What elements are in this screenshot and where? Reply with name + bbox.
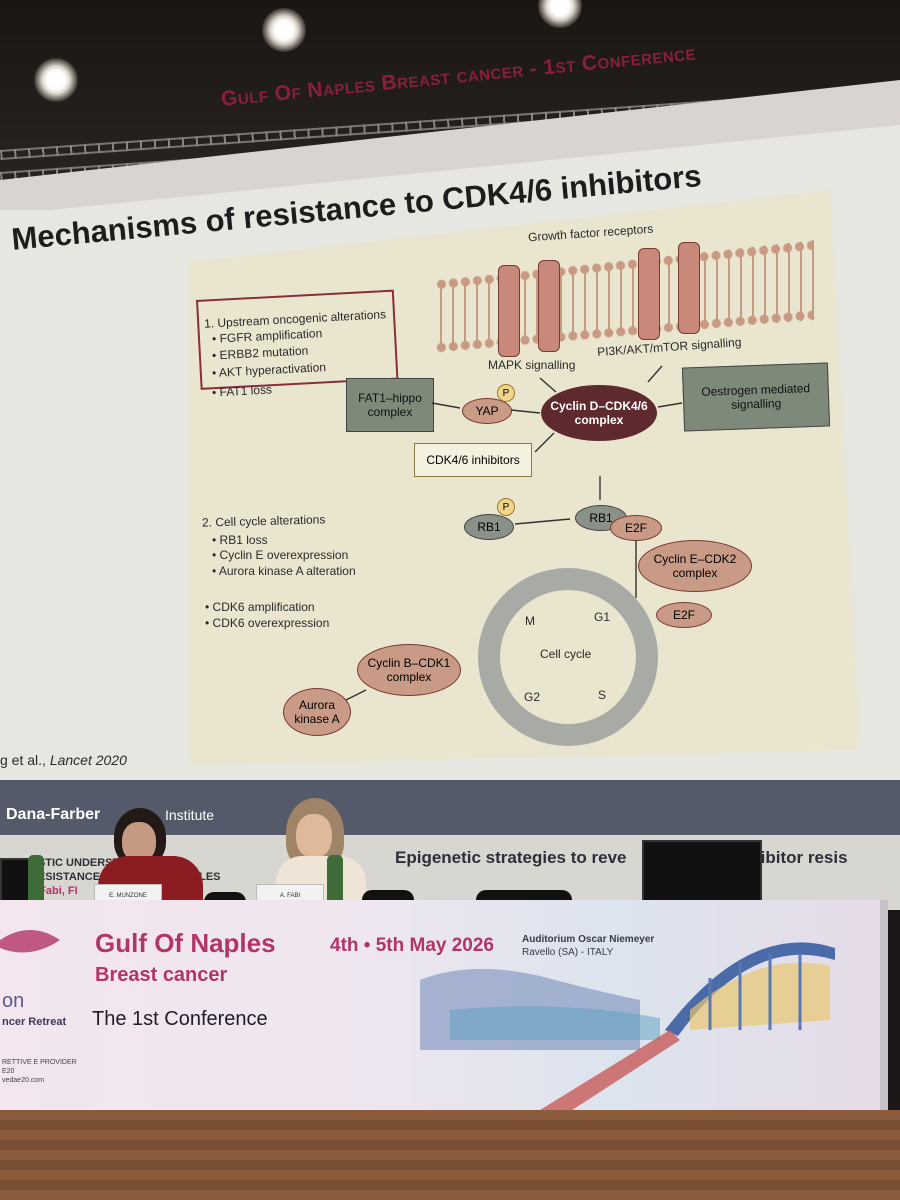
cyclin-e-complex: Cyclin E–CDK2 complex [638, 540, 752, 592]
receptor-icon [638, 248, 660, 340]
receptor-icon [538, 260, 560, 352]
banner-subtitle: Breast cancer [95, 964, 228, 986]
dana-farber-label: Dana-Farber [6, 806, 101, 823]
yap-node: YAP [462, 398, 512, 424]
cyclin-d-complex: Cyclin D–CDK4/6 complex [541, 385, 657, 441]
logo-text: on [2, 990, 25, 1012]
phospho-icon: P [497, 384, 515, 402]
stage-spotlight [34, 58, 78, 102]
cell-cycle-item: • Cyclin E overexpression [212, 548, 349, 562]
cdk6-item: • CDK6 overexpression [205, 616, 330, 630]
fat1-hippo-box: FAT1–hippo complex [346, 378, 434, 432]
stage-floor [0, 1110, 900, 1200]
cell-cycle-label: Cell cycle [540, 647, 592, 661]
cyclin-b-complex: Cyclin B–CDK1 complex [357, 644, 461, 696]
banner-first-conference: The 1st Conference [92, 1008, 268, 1030]
water-bottle [327, 855, 343, 903]
mapk-label: MAPK signalling [488, 358, 576, 372]
lower-banner-text: Epigenetic strategies to reve inhibitor … [395, 848, 848, 867]
e2f-node: E2F [656, 602, 712, 628]
rb1-node: RB1 [464, 514, 514, 540]
cell-cycle-item: • Aurora kinase A alteration [212, 564, 356, 578]
cdk-inhibitors-box: CDK4/6 inhibitors [414, 443, 532, 477]
aurora-kinase-node: Aurora kinase A [283, 688, 351, 736]
table-banner [0, 900, 888, 1130]
stage-spotlight [262, 8, 306, 52]
banner-dates: 4th • 5th May 2026 [330, 935, 494, 956]
cell-cycle-item: • RB1 loss [212, 533, 268, 547]
phase-s: S [598, 688, 607, 702]
provider-text: RETTIVE E PROVIDER E20 vedae20.com [2, 1059, 77, 1084]
slide-credit: g et al., Lancet 2020 [0, 752, 127, 768]
logo-subtext: ncer Retreat [2, 1016, 67, 1028]
receptor-icon [498, 265, 520, 357]
phospho-icon: P [497, 498, 515, 516]
water-bottle [28, 855, 44, 903]
banner-title: Gulf Of Naples [95, 928, 276, 958]
desk-monitor [642, 840, 762, 906]
phase-g1: G1 [594, 610, 611, 624]
phase-m: M [525, 614, 535, 628]
institute-label: Institute [165, 807, 215, 823]
cdk6-item: • CDK6 amplification [205, 600, 315, 614]
banner-venue: Auditorium Oscar Niemeyer Ravello (SA) -… [522, 934, 655, 958]
receptor-icon [678, 242, 700, 334]
banner-artwork [0, 930, 835, 1118]
phase-g2: G2 [524, 690, 541, 704]
